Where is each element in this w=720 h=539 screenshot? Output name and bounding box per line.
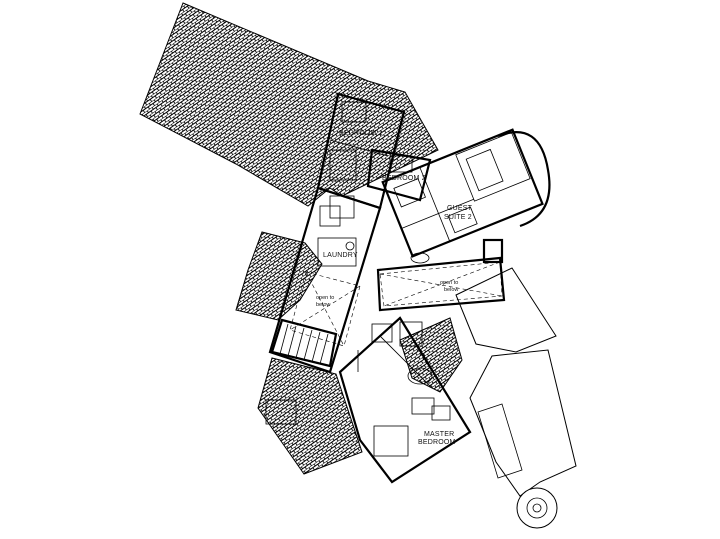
- open-below-west: [289, 271, 361, 347]
- roof-southwest: [257, 357, 363, 475]
- label-guest-suite-line2: SUITE 2: [444, 214, 472, 221]
- label-open-below-center-line2: below: [444, 287, 458, 293]
- stair: [270, 318, 338, 368]
- roof-northwest: [139, 2, 439, 207]
- open-below-center: [379, 261, 503, 307]
- label-guest-suite-line1: GUEST: [447, 205, 473, 212]
- label-master-bedroom-line2: BEDROOM: [418, 439, 456, 446]
- label-open-below-west-line1: open to: [316, 295, 334, 301]
- label-open-below-center-line1: open to: [440, 280, 458, 286]
- deck-east: [455, 267, 557, 353]
- bedroom2-room: [366, 148, 432, 202]
- guest-bay-window: [497, 131, 551, 228]
- deck-rail: [477, 403, 523, 479]
- roof-east-strip: [399, 317, 463, 393]
- label-open-below-west-line2: below: [316, 302, 330, 308]
- terrace-south: [469, 349, 577, 497]
- central-corridor: [268, 186, 382, 374]
- roof-west: [235, 231, 323, 321]
- label-master-bedroom-line1: MASTER: [424, 431, 454, 438]
- label-bedroom-1: BEDROOM 1: [339, 130, 383, 137]
- label-bedroom-2: BEDROOM 2: [382, 175, 426, 182]
- label-laundry: LAUNDRY: [323, 252, 358, 259]
- master-suite: [338, 316, 472, 484]
- spa-circle: [516, 487, 558, 529]
- guest-wing: [381, 128, 544, 258]
